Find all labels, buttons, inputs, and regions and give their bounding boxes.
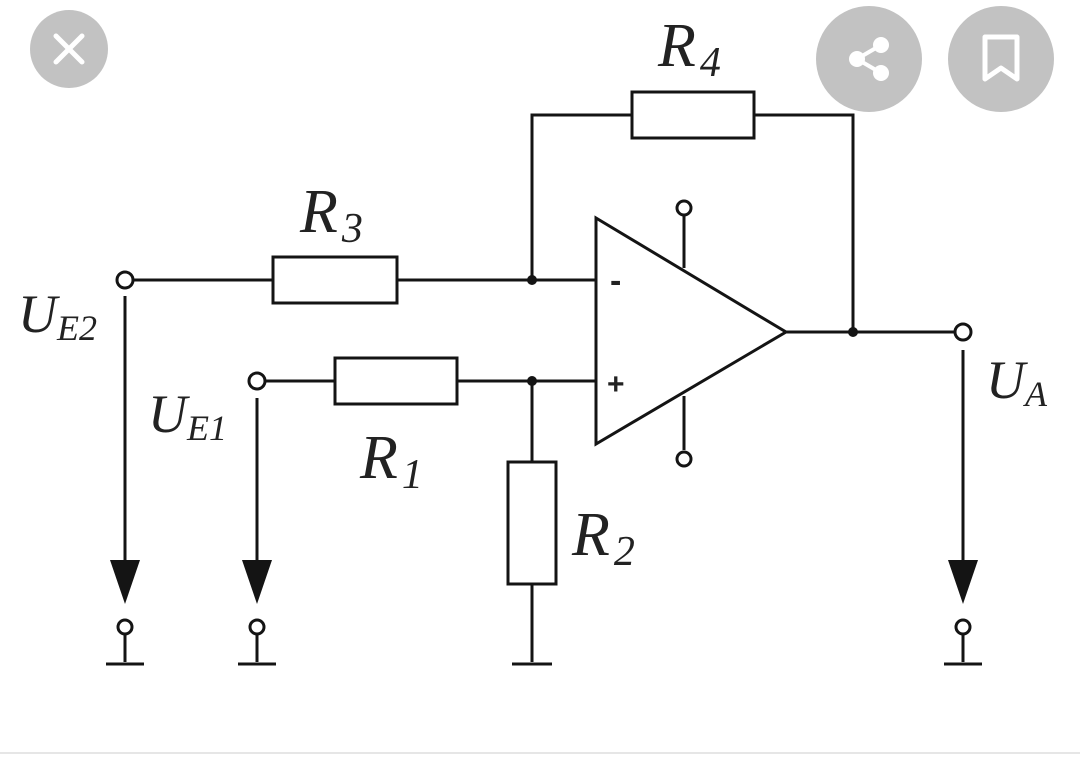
- bookmark-button[interactable]: [948, 6, 1054, 112]
- label-r4: R4: [657, 12, 721, 86]
- opamp-supply-bottom-terminal: [675, 450, 693, 468]
- ground-ue2: [106, 634, 144, 666]
- ground-ue1: [238, 634, 276, 666]
- label-ue2: UE2: [18, 284, 97, 348]
- resistor-r3: [271, 255, 399, 305]
- junction-inverting: [527, 275, 537, 285]
- label-ua: UA: [986, 350, 1048, 414]
- resistor-r4: [630, 90, 756, 140]
- terminal-ue1: [247, 371, 267, 391]
- label-r2: R2: [571, 501, 635, 575]
- close-button[interactable]: [30, 10, 108, 88]
- label-r1: R1: [359, 424, 423, 498]
- share-button[interactable]: [816, 6, 922, 112]
- opamp-plus-sign: +: [607, 368, 625, 401]
- feedback-wire: [530, 113, 855, 332]
- junction-output: [848, 327, 858, 337]
- ground-ue1-terminal: [248, 618, 266, 636]
- ground-ua: [944, 634, 982, 666]
- ground-ua-terminal: [954, 618, 972, 636]
- share-icon: [849, 37, 889, 81]
- opamp-minus-sign: -: [610, 262, 621, 300]
- ground-ue2-terminal: [116, 618, 134, 636]
- label-ue1: UE1: [148, 384, 227, 448]
- close-icon: [53, 33, 85, 65]
- bottom-divider: [0, 752, 1080, 754]
- arrow-ue1-head: [242, 560, 272, 604]
- bookmark-icon: [982, 34, 1020, 82]
- arrow-ue2-head: [110, 560, 140, 604]
- resistor-r1: [333, 356, 459, 406]
- arrow-ua-head: [948, 560, 978, 604]
- label-r3: R3: [299, 178, 363, 252]
- terminal-ua: [953, 322, 973, 342]
- opamp-supply-top-terminal: [675, 199, 693, 217]
- terminal-ue2: [115, 270, 135, 290]
- opamp-triangle: [594, 215, 789, 447]
- resistor-r2: [506, 460, 558, 586]
